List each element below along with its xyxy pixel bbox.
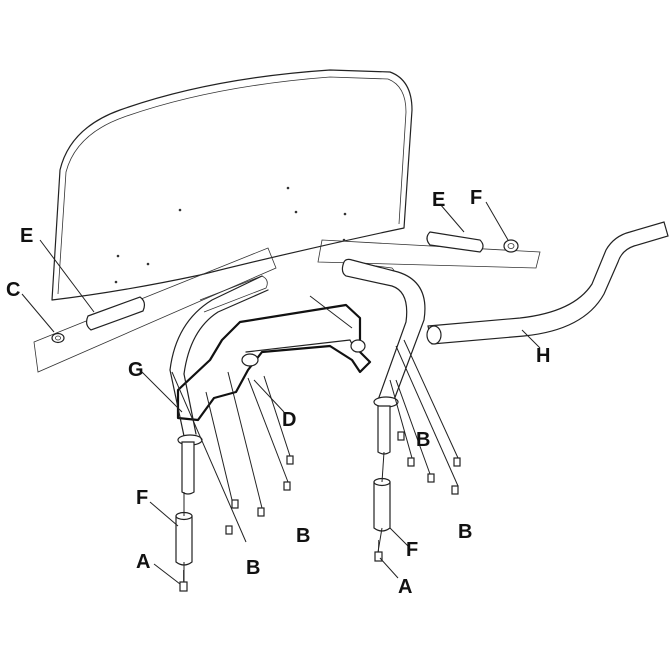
- left-grip-inset: [33, 247, 277, 373]
- label-h: H: [536, 345, 550, 367]
- label-f-left: F: [136, 487, 148, 509]
- label-c: C: [6, 279, 20, 301]
- screw-set-b: [225, 431, 461, 535]
- left-handlebar-tube: [169, 275, 269, 495]
- right-spacer-f: [373, 477, 391, 532]
- label-a-left: A: [136, 551, 150, 573]
- windshield-panel: [51, 69, 413, 301]
- label-a-right: A: [398, 576, 412, 598]
- label-e-left: E: [20, 225, 33, 247]
- extension-tube: [426, 221, 669, 345]
- label-f-right: F: [406, 539, 418, 561]
- left-spacer-f: [175, 511, 193, 566]
- label-f-top: F: [470, 187, 482, 209]
- label-b-center: B: [296, 525, 310, 547]
- label-b-left-lower: B: [246, 557, 260, 579]
- label-e-right: E: [432, 189, 445, 211]
- label-b-right-upper: B: [416, 429, 430, 451]
- callout-leaders: [21, 201, 541, 585]
- callout-labels: E C E F G D H B F B B F A B A: [6, 187, 550, 598]
- label-b-right-lower: B: [458, 521, 472, 543]
- mounting-bracket: [176, 303, 372, 422]
- installation-lines: [171, 295, 459, 582]
- label-d: D: [282, 409, 296, 431]
- label-g: G: [128, 359, 144, 381]
